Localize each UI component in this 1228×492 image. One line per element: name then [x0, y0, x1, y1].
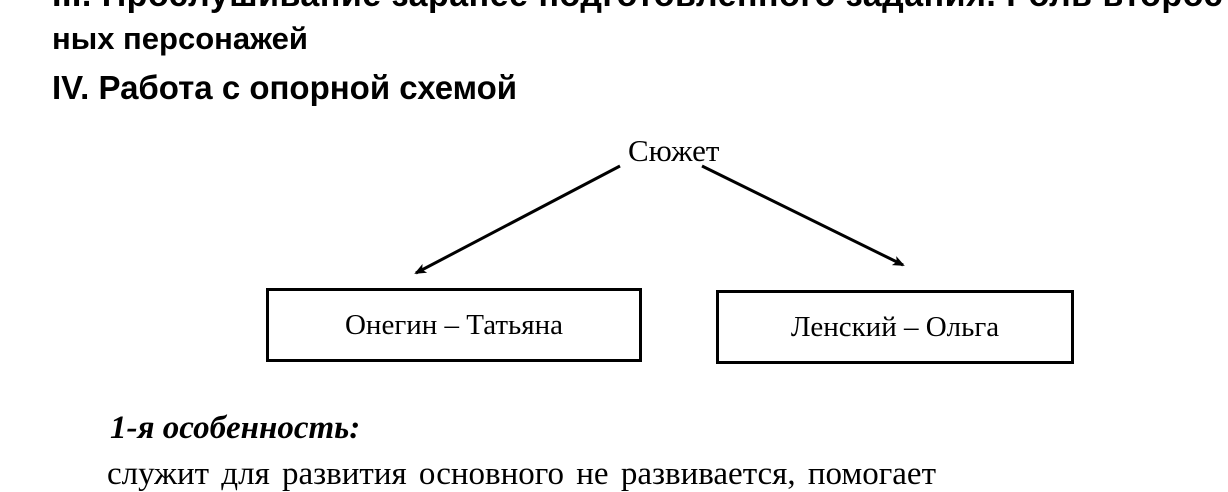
arrow-left	[414, 164, 621, 275]
arrow-right	[701, 164, 905, 267]
cut-off-heading-line: III. Прослушивание заранее подготовленно…	[52, 0, 1228, 12]
heading-continuation-line: ных персонажей	[52, 21, 308, 56]
box-left-label: Онегин – Татьяна	[344, 308, 563, 341]
feature-heading: 1-я особенность:	[110, 410, 361, 446]
box-right-label: Ленский – Ольга	[790, 310, 1000, 343]
section-heading: IV. Работа с опорной схемой	[52, 69, 518, 106]
diagram-root-label: Сюжет	[628, 133, 720, 168]
cut-off-body-line: служит для развития основного не развива…	[107, 456, 937, 492]
diagram-box-lensky-olga: Ленский – Ольга	[716, 290, 1074, 364]
diagram-box-onegin-tatyana: Онегин – Татьяна	[266, 288, 642, 362]
diagram-arrows	[414, 164, 905, 275]
